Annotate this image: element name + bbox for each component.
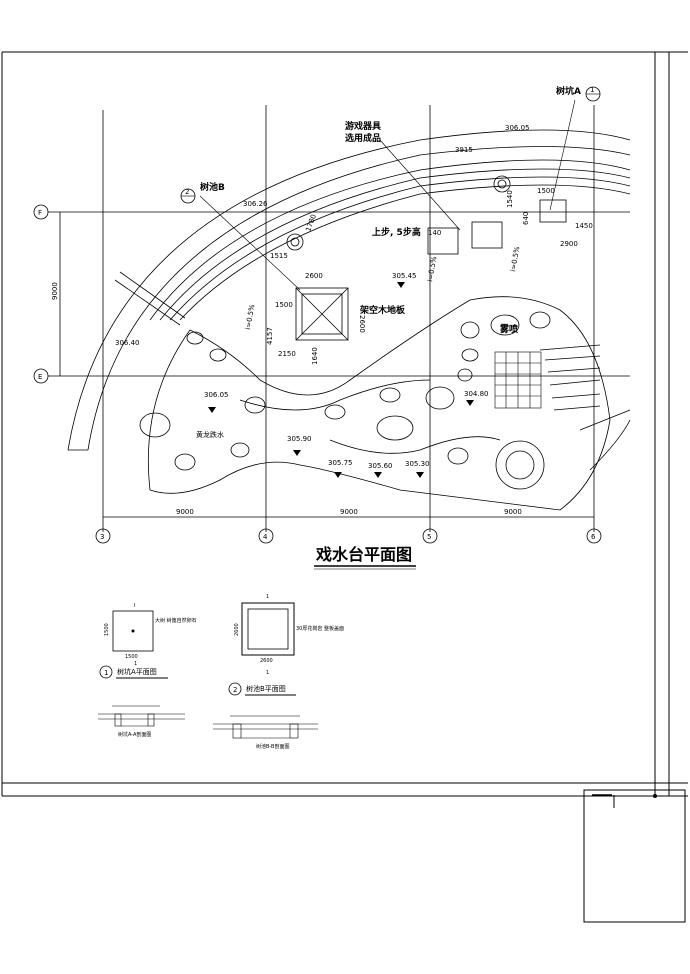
detail-a-mark-i: I xyxy=(134,603,135,609)
slope-2: i=0.5% xyxy=(426,255,438,282)
dim-1500b: 1500 xyxy=(275,301,293,309)
water-stones xyxy=(139,296,631,511)
dim-2600a: 2600 xyxy=(305,272,323,280)
drawing-title: 戏水台平面图 xyxy=(314,545,416,570)
elev-9: 305.30 xyxy=(405,460,430,468)
dim-9000-a: 9000 xyxy=(176,508,194,516)
detail-a-mark-l: 1 xyxy=(134,661,137,667)
elev-8: 305.60 xyxy=(368,462,393,470)
detail-b-note: 30厚花岗岩 整板盖面 xyxy=(296,625,344,632)
slope-1: i=0.5% xyxy=(244,303,256,330)
elev-10: 304.80 xyxy=(464,390,489,398)
axis-f: F xyxy=(38,209,42,217)
elev-2: 306.26 xyxy=(243,200,268,208)
dim-2600b: 2600 xyxy=(358,315,366,333)
dim-640: 640 xyxy=(522,212,530,225)
dim-9000-c: 9000 xyxy=(504,508,522,516)
plan-labels: 游戏器具 选用成品 树坑A 树池B 上步, 5步高 140 架空木地板 雾喷 黄… xyxy=(196,85,581,439)
dim-9000-vertical: 9000 xyxy=(51,282,59,300)
detail-b-mark-l-bottom: 1 xyxy=(266,670,269,676)
dim-1640: 1640 xyxy=(311,347,319,365)
dim-1540: 1540 xyxy=(506,190,514,208)
elev-7: 305.75 xyxy=(328,459,353,467)
detail-b-title: 树池B平面图 xyxy=(246,684,286,693)
tree-pool-b-label: 树池B xyxy=(200,181,225,193)
dim-2900: 2900 xyxy=(560,240,578,248)
detail-b-dim-v: 2600 xyxy=(234,623,240,636)
tree-pit-a-label: 树坑A xyxy=(556,85,581,97)
detail-a-note: 大树 树篦自然卵石 xyxy=(155,617,197,624)
plan-title: 戏水台平面图 xyxy=(315,545,412,564)
axis-grid xyxy=(48,105,630,532)
detail-a-dim: 1500 xyxy=(125,654,138,660)
axis-4: 4 xyxy=(263,533,268,541)
dim-3915: 3915 xyxy=(455,146,473,154)
deck-label: 架空木地板 xyxy=(359,304,406,316)
dim-2150: 2150 xyxy=(278,350,296,358)
elev-3: 305.45 xyxy=(392,272,417,280)
section-a xyxy=(98,705,185,727)
axis-bubbles: F E 3 4 5 6 1 2 xyxy=(33,86,602,544)
dim-1515: 1515 xyxy=(270,252,288,260)
detail-a-dim-v: 1500 xyxy=(104,623,110,636)
slope-3: i=0.5% xyxy=(509,245,521,272)
mist-grid xyxy=(494,351,542,409)
steps-label: 上步, 5步高 xyxy=(372,226,421,238)
dim-1450: 1450 xyxy=(575,222,593,230)
section-b xyxy=(213,715,318,739)
deck-features xyxy=(286,175,567,341)
section-b-title: 树池B-B剖面图 xyxy=(256,743,290,750)
detail-a-num: 1 xyxy=(104,669,108,677)
yellow-stone-label: 黄龙跌水 xyxy=(196,430,224,439)
section-a-title: 树坑A-A剖面图 xyxy=(118,731,151,738)
steps-height: 140 xyxy=(428,229,441,237)
detail-a-title: 树坑A平面图 xyxy=(117,667,157,676)
dim-9000-b: 9000 xyxy=(340,508,358,516)
detail-tree-pool-b: 1 1 30厚花岗岩 整板盖面 2600 2600 2 树池B平面图 xyxy=(228,594,344,696)
axis-6: 6 xyxy=(591,533,596,541)
play-equipment-label-2: 选用成品 xyxy=(345,132,381,144)
dim-1500: 1500 xyxy=(537,187,555,195)
callout-2: 2 xyxy=(185,188,189,196)
callout-1: 1 xyxy=(590,86,594,94)
axis-3: 3 xyxy=(100,533,104,541)
detail-b-dim: 2600 xyxy=(260,658,273,664)
title-block xyxy=(583,789,686,923)
elevation-markers xyxy=(208,282,474,478)
elev-4: 306.40 xyxy=(115,339,140,347)
detail-tree-pit-a: I 1 大树 树篦自然卵石 1500 1500 1 树坑A平面图 xyxy=(99,603,197,679)
elev-5: 306.05 xyxy=(204,391,229,399)
axis-5: 5 xyxy=(427,533,431,541)
leader-lines xyxy=(199,99,576,291)
elev-1: 306.05 xyxy=(505,124,530,132)
axis-e: E xyxy=(38,373,42,381)
elevation-values: 306.05 306.26 305.45 306.40 306.05 305.9… xyxy=(115,124,530,470)
play-equipment-label-1: 游戏器具 xyxy=(345,120,381,132)
detail-b-mark-l-top: 1 xyxy=(266,594,269,600)
platform-arcs xyxy=(67,129,631,451)
mist-label: 雾喷 xyxy=(499,323,518,335)
detail-b-num: 2 xyxy=(233,686,237,694)
dim-4157: 4157 xyxy=(266,327,274,345)
elev-6: 305.90 xyxy=(287,435,312,443)
dimension-texts: 3915 1500 1450 2900 2600 2600 1515 1500 … xyxy=(51,146,593,516)
drawing-frame xyxy=(1,51,688,797)
dim-1780: 1780 xyxy=(304,213,318,232)
